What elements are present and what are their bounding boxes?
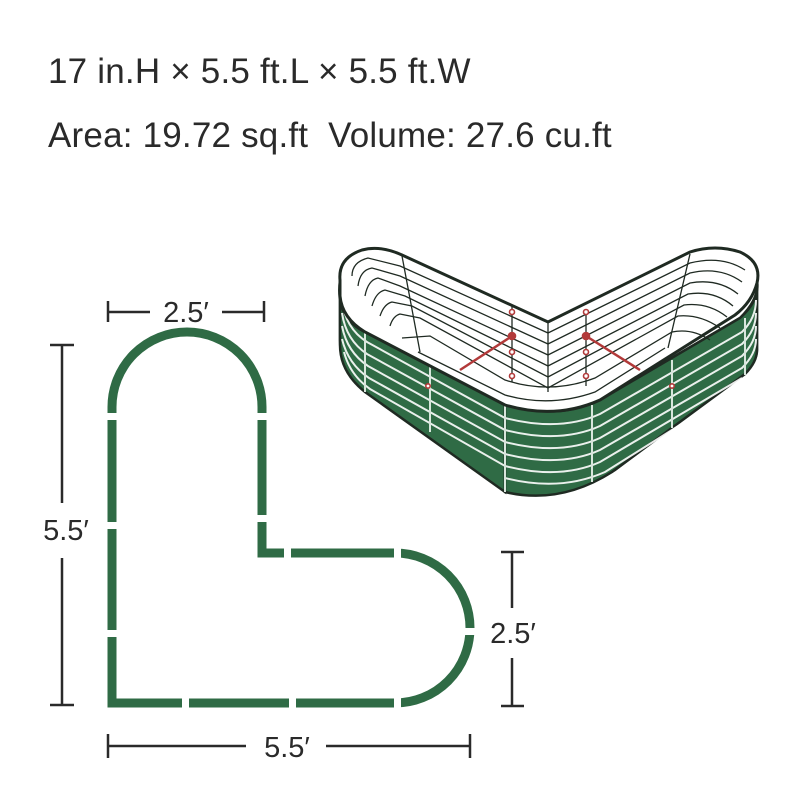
bed-3d-illustration [338,246,760,497]
top-width-label: 2.5′ [163,297,209,329]
right-height-label: 2.5′ [490,618,536,650]
bed-panel-joints [364,318,746,492]
bed-top-rim [338,246,760,413]
plan-outline-path [107,327,475,708]
area-volume-text: Area: 19.72 sq.ft Volume: 27.6 cu.ft [48,116,612,155]
bottom-width-label: 5.5′ [264,732,310,764]
right-height-dimension [501,550,524,708]
left-height-dimension [50,343,74,707]
bed-inner-wall-lines [351,257,746,402]
bed-rivets [424,308,675,389]
left-height-label: 5.5′ [43,515,89,547]
top-width-dimension [106,301,266,322]
plan-panel-gaps [102,338,478,713]
bottom-width-dimension [106,734,472,758]
bed-support-braces [459,334,641,372]
plan-outline [107,327,475,708]
dimensions-text: 17 in.H × 5.5 ft.L × 5.5 ft.W [48,52,471,91]
